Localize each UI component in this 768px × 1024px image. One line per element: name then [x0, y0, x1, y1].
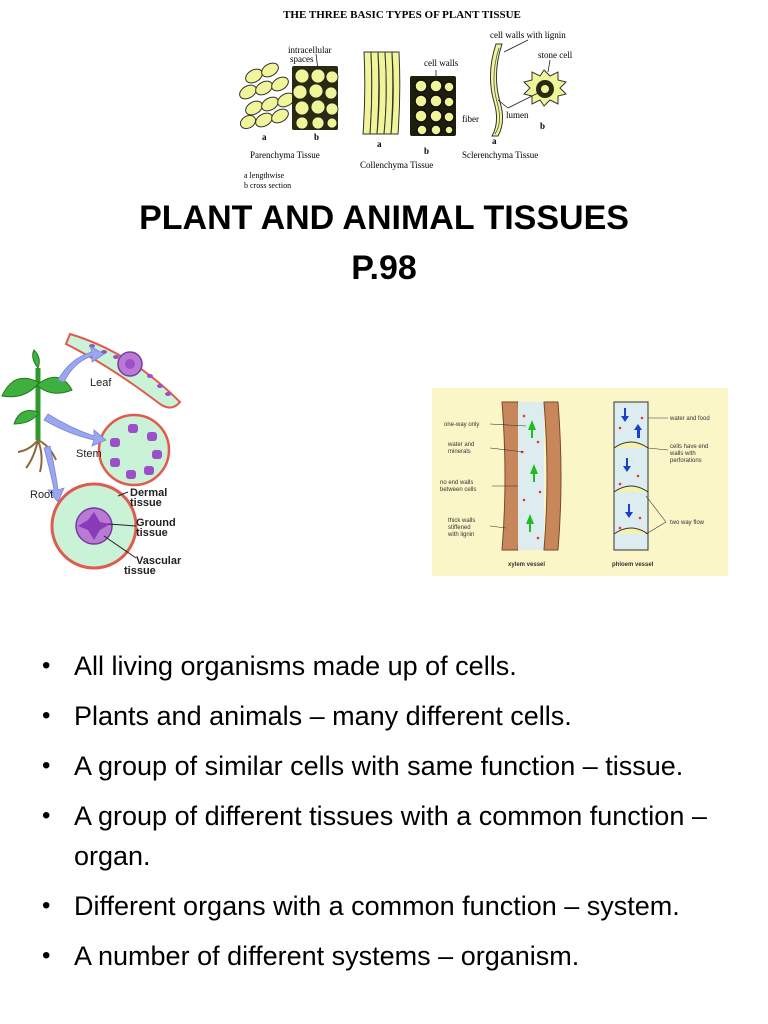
label-xylem-vessel: xylem vessel — [508, 562, 545, 568]
label-with-lignin: with lignin — [447, 532, 474, 538]
plant-tissue-types-figure: THE THREE BASIC TYPES OF PLANT TISSUE in… — [239, 9, 572, 190]
parenchyma-cross-section-drawing — [292, 66, 339, 130]
plant-tissue-systems-figure: Leaf Stem Root Dermal tissue Ground tiss… — [1, 332, 182, 577]
tissue-figure-heading: THE THREE BASIC TYPES OF PLANT TISSUE — [283, 9, 521, 21]
label-a-sclerenchyma: a — [492, 136, 497, 146]
label-dermal-tissue: tissue — [130, 497, 162, 509]
bullet-item: A group of different tissues with a comm… — [38, 796, 738, 876]
organ-arrows — [43, 345, 107, 503]
parenchyma-lengthwise-drawing — [239, 62, 295, 130]
caption-parenchyma: Parenchyma Tissue — [250, 150, 320, 160]
label-root: Root — [30, 489, 53, 501]
label-walls-with: walls with — [669, 451, 696, 457]
label-two-way-flow: two way flow — [670, 520, 705, 526]
label-ground: Ground — [136, 517, 176, 529]
label-water-and: water and — [447, 442, 474, 448]
label-fiber: fiber — [462, 114, 479, 124]
label-a-collenchyma: a — [377, 139, 382, 149]
bullet-item: All living organisms made up of cells. — [38, 646, 738, 686]
bullet-item: A number of different systems – organism… — [38, 936, 738, 976]
label-b-parenchyma: b — [314, 132, 319, 142]
caption-sclerenchyma: Sclerenchyma Tissue — [462, 150, 538, 160]
label-lumen: lumen — [506, 110, 529, 120]
label-dermal: Dermal — [130, 487, 167, 499]
root-cross-section — [50, 482, 138, 570]
label-phloem-vessel: phloem vessel — [612, 562, 654, 568]
caption-collenchyma: Collenchyma Tissue — [360, 160, 433, 170]
bullet-list: All living organisms made up of cells. P… — [38, 646, 738, 986]
sclerenchyma-fiber-drawing — [490, 43, 504, 137]
collenchyma-lengthwise-drawing — [362, 51, 401, 135]
label-intracellular: intracellular — [288, 45, 331, 55]
vessel-figure-background — [432, 388, 728, 576]
label-cell-walls: cell walls — [424, 58, 459, 68]
sclerenchyma-stone-cell-drawing — [523, 69, 567, 107]
stem-cross-section — [97, 413, 171, 487]
label-cell-walls-lignin: cell walls with lignin — [490, 30, 566, 40]
label-perforations: perforations — [670, 458, 702, 464]
phloem-vessel-drawing — [613, 401, 649, 551]
label-spaces: spaces — [290, 54, 314, 64]
label-vascular: Vascular — [136, 555, 182, 567]
slide-subtitle-page: P.98 — [351, 249, 417, 287]
label-leaf: Leaf — [90, 377, 112, 389]
label-one-way-only: one-way only — [444, 422, 479, 428]
bullet-item: A group of similar cells with same funct… — [38, 746, 738, 786]
key-lengthwise: a lengthwise — [244, 171, 285, 180]
leaf-cross-section — [64, 332, 182, 409]
slide-title: PLANT AND ANIMAL TISSUES — [139, 199, 629, 237]
label-stem: Stem — [76, 448, 102, 460]
label-between-cells: between cells — [440, 487, 476, 493]
label-no-end-walls: no end walls — [440, 480, 473, 486]
label-vascular-tissue: tissue — [124, 565, 156, 577]
bullet-item: Plants and animals – many different cell… — [38, 696, 738, 736]
label-a-parenchyma: a — [262, 132, 267, 142]
collenchyma-cross-section-drawing — [410, 76, 456, 136]
label-cells-have-end: cells have end — [670, 444, 708, 450]
label-minerals: minerals — [448, 449, 471, 455]
label-b-sclerenchyma: b — [540, 121, 545, 131]
label-stiffened: stiffened — [448, 525, 471, 531]
label-ground-tissue: tissue — [136, 527, 168, 539]
bullet-item: Different organs with a common function … — [38, 886, 738, 926]
xylem-phloem-figure: one-way only water and minerals no end w… — [432, 388, 728, 576]
label-thick-walls: thick walls — [448, 518, 475, 524]
xylem-vessel-drawing — [501, 401, 562, 551]
label-stone-cell: stone cell — [538, 50, 572, 60]
label-water-and-food: water and food — [669, 416, 710, 422]
label-b-collenchyma: b — [424, 146, 429, 156]
key-cross-section: b cross section — [244, 181, 291, 190]
plant-drawing — [1, 349, 73, 473]
